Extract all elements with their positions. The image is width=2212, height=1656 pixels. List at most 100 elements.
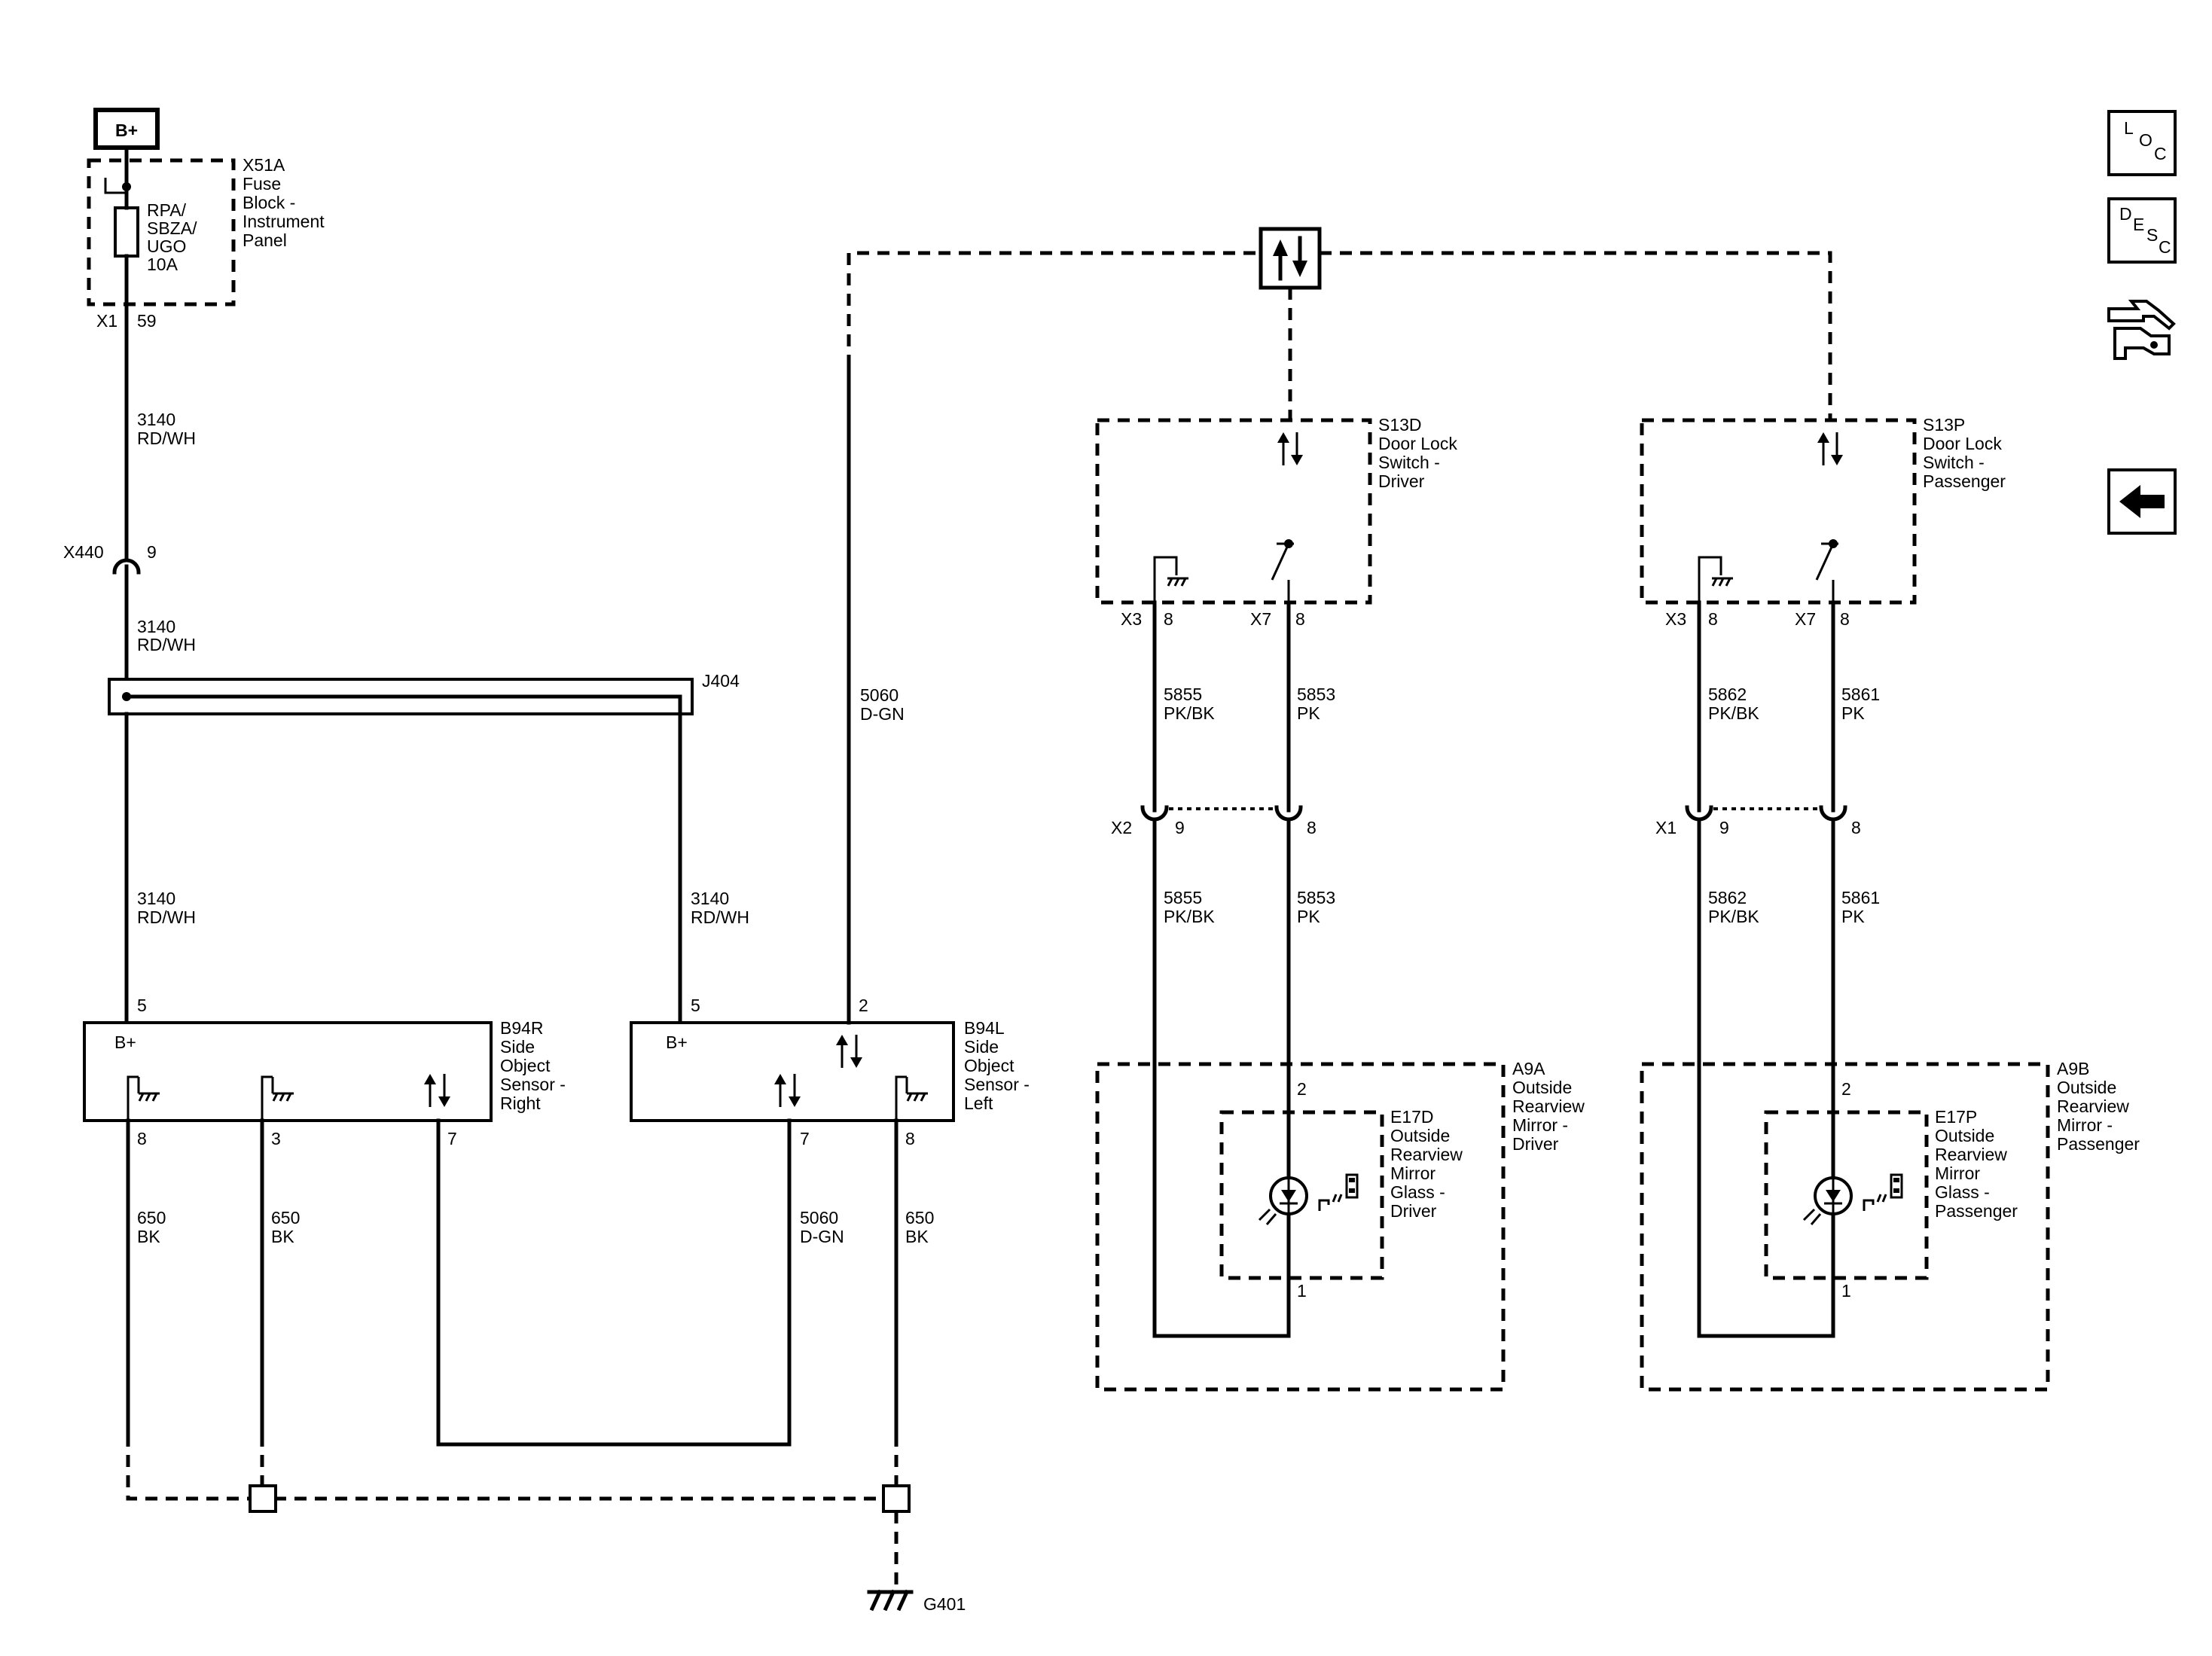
wire-3140b-color: RD/WH <box>137 635 196 654</box>
s13p-name-3: Passenger <box>1923 471 2006 491</box>
location-button[interactable]: L O C <box>2107 110 2177 176</box>
a9a-name-4: Driver <box>1512 1134 1559 1154</box>
e17p-name-2: Rearview <box>1935 1145 2007 1164</box>
fuse-rating-1: RPA/ <box>147 200 187 220</box>
b94r-bplus: B+ <box>114 1032 136 1052</box>
loc-letter-o: O <box>2139 130 2153 150</box>
inline-connector-x440: X440 9 <box>63 542 157 575</box>
heated-glass-lamp-icon <box>1258 1176 1308 1225</box>
wire-5853b-circuit: 5853 <box>1297 888 1335 907</box>
fuse-rating-4: 10A <box>147 255 178 274</box>
e17d-name-3: Mirror <box>1390 1163 1436 1183</box>
splice-pack-j404: J404 <box>108 671 740 716</box>
wire-5853b-color: PK <box>1297 907 1320 926</box>
power-label: B+ <box>115 120 138 140</box>
wire-650b-color: BK <box>271 1227 294 1246</box>
heated-glass-lamp-icon <box>1802 1176 1853 1225</box>
battery-positive-source: B+ <box>93 108 160 150</box>
e17p-name-3: Mirror <box>1935 1163 1980 1183</box>
a9a-name-3: Mirror - <box>1512 1115 1568 1135</box>
e17p-name-1: Outside <box>1935 1126 1994 1145</box>
door-lock-switch-driver: S13D Door Lock Switch - Driver <box>1095 415 1457 605</box>
fuse-block-name-1: Fuse <box>243 174 281 194</box>
b94r-name-4: Right <box>500 1093 541 1113</box>
side-object-sensor-left: B+ B94L Side Object Sensor - Left <box>630 1018 1030 1122</box>
a9b-id: A9B <box>2057 1059 2089 1078</box>
e17d-id: E17D <box>1390 1107 1434 1127</box>
x1-pin-a: 9 <box>1719 818 1729 837</box>
ground-splice-box <box>249 1484 277 1513</box>
b94l-name-2: Object <box>964 1056 1014 1075</box>
a9a-id: A9A <box>1512 1059 1545 1078</box>
x2-id: X2 <box>1111 818 1132 837</box>
wire-650c-circuit: 650 <box>905 1208 934 1228</box>
wire-5861b-color: PK <box>1841 907 1865 926</box>
s13d-name-2: Switch - <box>1378 453 1440 472</box>
fuse-rating-3: UGO <box>147 236 186 256</box>
ground-symbol-icon <box>1698 556 1733 602</box>
fuse-pin: 59 <box>137 311 157 331</box>
serial-data-arrows-icon <box>424 1074 450 1107</box>
wire-3140b-circuit: 3140 <box>137 617 175 636</box>
diagnostics-connector-icon[interactable] <box>2107 300 2176 360</box>
b94r-pin-gnd-b: 3 <box>271 1129 281 1148</box>
b94l-name-4: Left <box>964 1093 993 1113</box>
b94r-name-3: Sensor - <box>500 1075 566 1094</box>
wire-5862b-color: PK/BK <box>1708 907 1759 926</box>
a9b-pin-top: 2 <box>1841 1079 1851 1099</box>
b94l-pin-gnd: 8 <box>905 1129 915 1148</box>
e17d-name-2: Rearview <box>1390 1145 1463 1164</box>
b94r-pin-gnd-a: 8 <box>137 1129 147 1148</box>
wire-5060b-circuit: 5060 <box>800 1208 838 1228</box>
wire-5861b-circuit: 5861 <box>1841 888 1880 907</box>
b94l-id: B94L <box>964 1018 1005 1038</box>
a9a-name-1: Outside <box>1512 1078 1572 1097</box>
s13p-name-1: Door Lock <box>1923 434 2002 453</box>
wire-650a-color: BK <box>137 1227 160 1246</box>
wire-5853-circuit: 5853 <box>1297 685 1335 704</box>
wire-650b-circuit: 650 <box>271 1208 300 1228</box>
wire-3140-color: RD/WH <box>137 428 196 448</box>
s13d-id: S13D <box>1378 415 1422 435</box>
wire-650a-circuit: 650 <box>137 1208 166 1228</box>
fuse-block-id: X51A <box>243 155 285 175</box>
e17d-name-1: Outside <box>1390 1126 1450 1145</box>
ground-symbol-icon <box>127 1075 160 1121</box>
e17p-id: E17P <box>1935 1107 1977 1127</box>
b94l-pin-serial: 2 <box>859 996 868 1015</box>
desc-letter-s: S <box>2146 225 2158 245</box>
fuse-rating-2: SBZA/ <box>147 218 197 238</box>
outside-rearview-mirror-driver: 2 1 E17D Outside Rearview Mirror Glass -… <box>1095 1059 1585 1392</box>
wire-5861-circuit: 5861 <box>1841 685 1880 704</box>
b94r-name-2: Object <box>500 1056 551 1075</box>
wire-3140d-circuit: 3140 <box>691 889 729 908</box>
x2-pin-a: 9 <box>1175 818 1185 837</box>
wire-5855-color: PK/BK <box>1164 703 1215 723</box>
outside-rearview-mirror-passenger: 2 1 E17P Outside Rearview Mirror Glass -… <box>1640 1059 2140 1392</box>
s13d-conn-b: X7 <box>1250 609 1271 629</box>
serial-data-arrows-icon <box>774 1074 801 1107</box>
desc-letter-c: C <box>2159 237 2171 257</box>
wire-3140c-color: RD/WH <box>137 907 196 927</box>
serial-data-arrows-icon <box>1277 432 1303 465</box>
chassis-ground-icon <box>867 1589 914 1612</box>
back-button[interactable] <box>2107 468 2177 535</box>
x2-pin-b: 8 <box>1307 818 1317 837</box>
desc-letter-e: E <box>2133 215 2144 234</box>
arrow-left-icon <box>2119 485 2165 518</box>
fuse-block-name-3: Instrument <box>243 212 325 231</box>
s13p-conn-a: X3 <box>1665 609 1686 629</box>
b94r-name-1: Side <box>500 1037 535 1057</box>
mirror-icon <box>1318 1173 1359 1211</box>
inline-connector-x1: X1 9 8 <box>1655 805 1861 837</box>
description-button[interactable]: D E S C <box>2107 197 2177 264</box>
ground-symbol-icon <box>1153 556 1188 602</box>
b94l-pin-data: 7 <box>800 1129 810 1148</box>
s13p-id: S13P <box>1923 415 1965 435</box>
s13d-pin-b: 8 <box>1295 609 1305 629</box>
a9a-pin-top: 2 <box>1297 1079 1307 1099</box>
s13d-conn-a: X3 <box>1121 609 1142 629</box>
e17d-name-4: Glass - <box>1390 1182 1445 1202</box>
b94l-name-1: Side <box>964 1037 999 1057</box>
